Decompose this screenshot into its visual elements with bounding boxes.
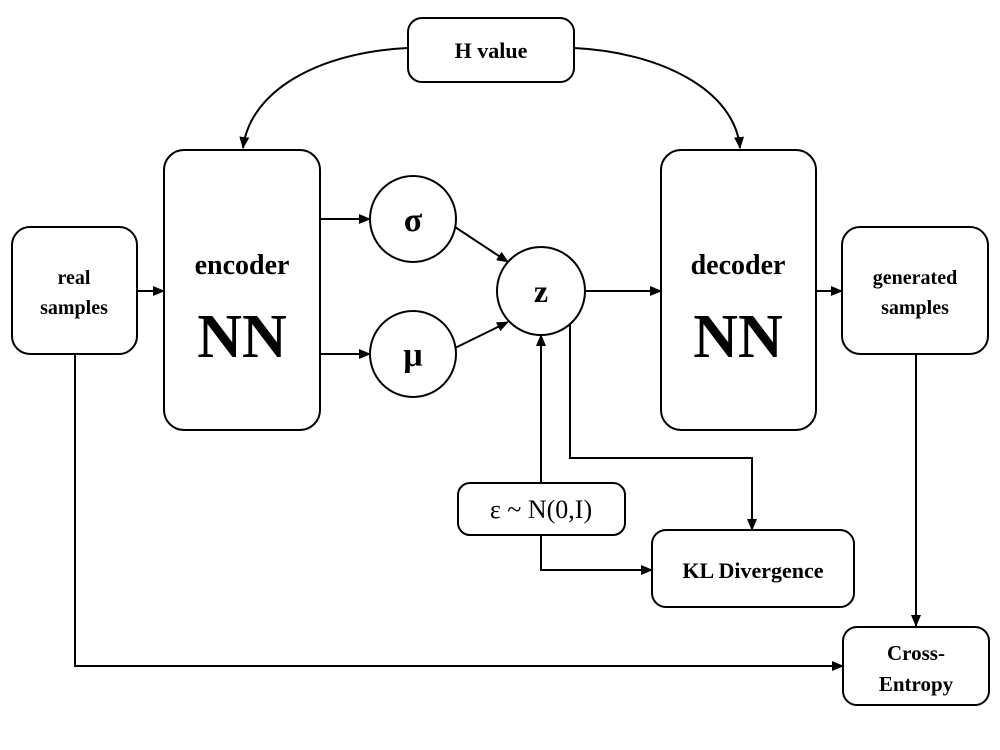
- mu-label: μ: [403, 337, 422, 374]
- real-samples-line2: samples: [40, 297, 108, 319]
- edge-epsilon-to-kl: [540, 535, 653, 575]
- edge-h-to-encoder: [239, 47, 409, 149]
- real-samples-line1: real: [58, 267, 91, 289]
- generated-samples-line2: samples: [881, 297, 949, 319]
- node-z: z: [496, 246, 586, 336]
- edge-mu-to-z: [454, 321, 509, 349]
- node-epsilon: ε ~ N(0,I): [457, 482, 626, 536]
- node-cross-entropy: Cross- Entropy: [842, 626, 990, 706]
- edge-h-to-decoder: [573, 47, 745, 149]
- sigma-label: σ: [404, 202, 423, 239]
- cross-entropy-line1: Cross-: [887, 641, 945, 665]
- node-mu: μ: [369, 310, 457, 398]
- kl-divergence-label: KL Divergence: [682, 558, 823, 583]
- h-value-label: H value: [455, 38, 528, 63]
- node-encoder: encoder NN: [163, 149, 321, 431]
- node-real-samples: real samples: [11, 226, 138, 355]
- edge-sigma-to-z: [454, 226, 509, 263]
- node-h-value: H value: [407, 17, 575, 83]
- node-generated-samples: generated samples: [841, 226, 989, 355]
- node-decoder: decoder NN: [660, 149, 817, 431]
- edges: [74, 47, 921, 671]
- cross-entropy-line2: Entropy: [879, 672, 954, 696]
- z-label: z: [534, 273, 548, 309]
- generated-samples-line1: generated: [873, 267, 957, 289]
- node-kl-divergence: KL Divergence: [651, 529, 855, 608]
- encoder-title: encoder: [195, 250, 290, 281]
- edge-z-to-kl: [569, 323, 757, 531]
- node-sigma: σ: [369, 175, 457, 263]
- decoder-title: decoder: [691, 250, 786, 281]
- decoder-nn: NN: [693, 303, 783, 371]
- edge-real-to-cross-entropy: [74, 354, 844, 671]
- epsilon-label: ε ~ N(0,I): [490, 495, 592, 524]
- encoder-nn: NN: [197, 303, 287, 371]
